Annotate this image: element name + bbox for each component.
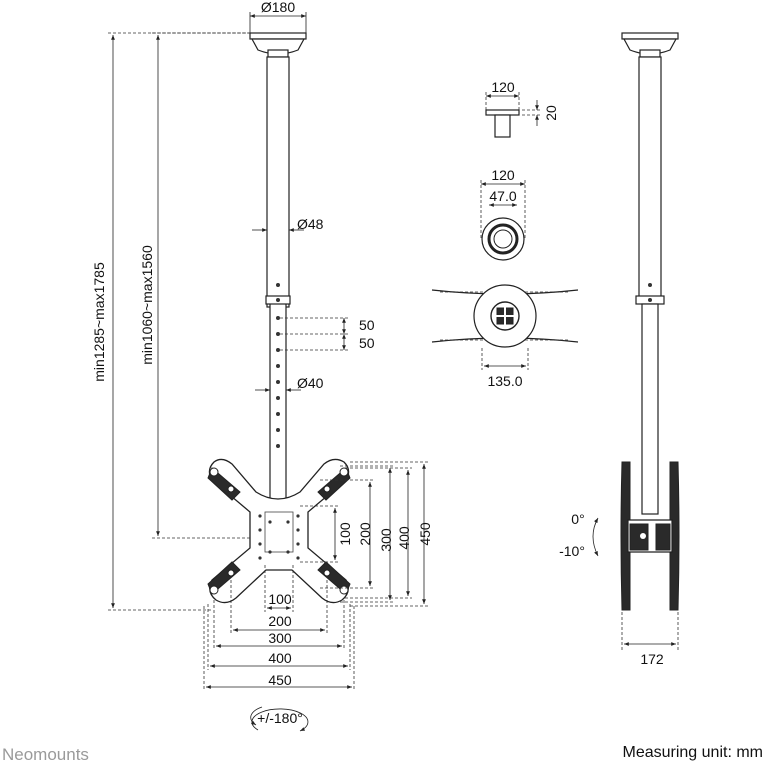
dim-v300-label: 300 bbox=[378, 528, 394, 552]
upper-pole bbox=[266, 56, 290, 308]
tilt-up-label: 0° bbox=[571, 511, 584, 527]
flange-inner-label: 47.0 bbox=[489, 188, 516, 204]
flange-width-label: 120 bbox=[491, 167, 515, 183]
dim-h100-label: 100 bbox=[268, 591, 292, 607]
front-view: Ø180 Ø48 Ø40 50 50 min bbox=[91, 0, 433, 732]
side-view: 0° -10° 172 bbox=[559, 32, 680, 667]
pole-holes bbox=[276, 283, 280, 448]
dim-h450-label: 450 bbox=[268, 672, 292, 688]
side-depth-label: 172 bbox=[640, 651, 664, 667]
dim-h300-label: 300 bbox=[268, 630, 292, 646]
vesa-plate bbox=[207, 458, 351, 604]
ceiling-plate bbox=[249, 32, 307, 58]
dim-pole-lower: Ø40 bbox=[255, 375, 324, 392]
brand-logo: Neomounts bbox=[2, 745, 89, 764]
dim-h200-label: 200 bbox=[268, 613, 292, 629]
cap-height-label: 20 bbox=[543, 105, 559, 121]
dim-height-total: min1285~max1785 bbox=[91, 32, 250, 611]
flange-detail: 120 47.0 bbox=[480, 167, 526, 261]
dim-pole-lower-label: Ø40 bbox=[297, 375, 324, 391]
clamp-width-label: 135.0 bbox=[487, 373, 522, 389]
dim-hole-pitch: 50 50 bbox=[280, 317, 375, 351]
dim-vesa-vertical: 100 200 300 400 450 bbox=[300, 461, 433, 607]
dim-v400-label: 400 bbox=[396, 526, 412, 550]
dim-v450-label: 450 bbox=[417, 522, 433, 546]
dim-height-pole-label: min1060~max1560 bbox=[139, 245, 155, 365]
dim-ceiling-plate-label: Ø180 bbox=[261, 0, 295, 15]
unit-note: Measuring unit: mm bbox=[623, 744, 764, 761]
clamp-detail: 135.0 bbox=[431, 284, 579, 389]
cap-width-label: 120 bbox=[491, 79, 515, 95]
rotation-indicator: +/-180° bbox=[250, 706, 309, 732]
dim-v100-label: 100 bbox=[337, 522, 353, 546]
dim-hole-pitch-1-label: 50 bbox=[359, 317, 375, 333]
dim-v200-label: 200 bbox=[357, 522, 373, 546]
dim-height-total-label: min1285~max1785 bbox=[91, 262, 107, 382]
dim-pole-upper-label: Ø48 bbox=[297, 216, 324, 232]
dim-vesa-horizontal: 100 200 300 400 450 bbox=[203, 565, 355, 690]
dim-ceiling-plate: Ø180 bbox=[249, 0, 307, 33]
dim-hole-pitch-2-label: 50 bbox=[359, 335, 375, 351]
dim-height-pole: min1060~max1560 bbox=[139, 32, 250, 539]
rotation-label: +/-180° bbox=[257, 710, 303, 726]
dim-h400-label: 400 bbox=[268, 650, 292, 666]
dim-pole-upper: Ø48 bbox=[252, 216, 324, 232]
cap-detail: 120 20 bbox=[485, 79, 559, 138]
tilt-down-label: -10° bbox=[559, 543, 585, 559]
